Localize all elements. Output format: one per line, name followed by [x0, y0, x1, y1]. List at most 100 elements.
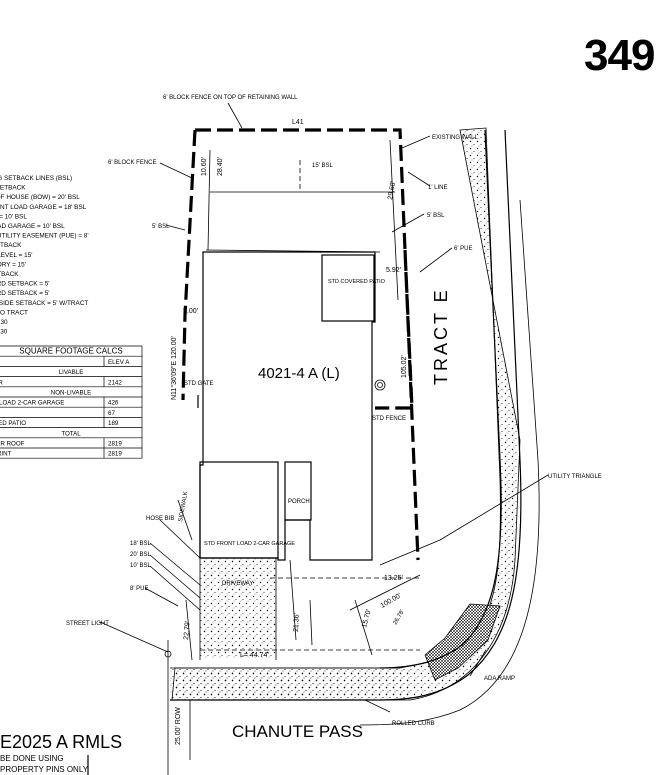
dim-corner: 29.68' — [387, 181, 397, 201]
notes-line: PUBLIC UTILITY EASEMENT (PUE) = 8' — [0, 233, 89, 240]
dim-front-right: 15.70' — [361, 608, 373, 628]
dim-right-short: 13.25' — [384, 575, 403, 582]
street-light-symbol — [164, 650, 172, 658]
callout-std-gate: STD GATE — [184, 381, 214, 387]
garage — [199, 461, 279, 559]
notes-line: SINGLE LEVEL = 15' — [0, 252, 33, 259]
callout-block-fence-top: 6' BLOCK FENCE ON TOP OF RETAINING WALL — [163, 95, 298, 101]
dim-right: 105.02' — [401, 355, 408, 378]
table-section-nonlivable: NON-LIVABLE — [51, 390, 91, 397]
notes-line: LIVABLE = 10' BSL — [0, 213, 27, 220]
front-landscape-strip — [170, 668, 410, 698]
ada-ramp-hatch — [424, 603, 501, 681]
notes-line: SIDE LOAD GARAGE = 10' BSL — [0, 223, 65, 230]
curb-line-outer — [379, 129, 522, 701]
table-section-total: TOTAL — [61, 430, 81, 437]
callout-pue-8: 8' PUE — [130, 586, 149, 592]
notes-line: STREET SIDE SETBACK = 5' W/TRACT — [0, 300, 88, 307]
dim-row-width: 25.00' ROW — [175, 707, 182, 745]
callout-covered-patio: STD COVERED PATIO — [328, 279, 386, 285]
dim-chord-line — [349, 574, 421, 611]
dim-left-side: 10.60' — [201, 157, 208, 176]
callout-hose-bib: HOSE BIB — [146, 516, 174, 522]
notes-line: = 10' W/NO TRACT — [0, 309, 28, 316]
callout-utility-triangle: UTILITY TRIANGLE — [548, 474, 602, 480]
side-bsl-right — [389, 139, 399, 301]
bottom-note-2: BE DONE USING — [0, 754, 64, 763]
table-cell-value: 2819 — [108, 451, 122, 458]
callout-five-bsl-left: 5' BSL — [152, 224, 170, 230]
callout-garage: STD FRONT LOAD 2-CAR GARAGE — [204, 541, 295, 547]
notes-line: FRONT SETBACK — [0, 185, 26, 192]
notes-line: REAR SETBACK — [0, 242, 22, 249]
dim-front-left: 22.79' — [183, 621, 192, 640]
table-cell-label: FIRST FLOOR — [0, 379, 3, 386]
dim-front-mid: 21.36' — [293, 613, 301, 632]
hose-bib-symbol — [374, 379, 386, 391]
dim-left-bearing: N11°36'09"E 120.00' — [170, 336, 178, 400]
bottom-note: E2025 A RMLS — [0, 732, 122, 752]
table-title: SQUARE FOOTAGE CALCS — [19, 347, 122, 356]
dim-front-right-line — [354, 599, 373, 656]
dim-arc-length: L= 44.74' — [240, 652, 269, 659]
notes-line: SIDE YARD SETBACK = 5' — [0, 281, 50, 288]
callout-existing-wall: EXISTING WALL — [432, 135, 478, 141]
dim-right-angle: 26.78' — [393, 609, 406, 626]
table-cell-label: STD COVERED PATIO — [0, 420, 26, 427]
house-footprint — [199, 251, 376, 561]
dim-setback-left: 5.00' — [183, 308, 198, 315]
square-footage-table: SQUARE FOOTAGE CALCS4021-4ELEV ALIVABLEF… — [0, 345, 143, 459]
callout-ada-ramp: ADA RAMP — [484, 676, 515, 682]
model-label: 4021-4 A (L) — [258, 365, 340, 382]
lot-boundary — [181, 128, 420, 561]
notes-line: LDA = 46.30 — [0, 329, 8, 336]
callout-porch: PORCH — [288, 499, 310, 505]
table-cell-label: LOT FOOTPRINT — [0, 451, 12, 458]
side-bsl-left — [207, 149, 211, 251]
callout-sidewalk: SIDEWALK — [178, 491, 189, 522]
table-cell-value: 2819 — [108, 441, 122, 448]
curb-line-edge — [359, 199, 540, 726]
notes-line: SIDE YARD SETBACK = 5' — [0, 290, 50, 297]
lot-number: 349 — [584, 31, 654, 80]
notes-line: LOT = 57.30 — [0, 319, 8, 326]
callout-six-pue: 6' PUE — [454, 246, 473, 252]
callout-bsl-10: 10' BSL — [130, 563, 151, 569]
driveway-stipple — [200, 558, 276, 658]
table-cell-label: STD FRONT LOAD 2-CAR GARAGE — [0, 400, 64, 407]
bottom-note-3: PROPERTY PINS ONLY — [0, 765, 89, 774]
street-name: CHANUTE PASS — [232, 722, 363, 741]
notes-line: SIDE SETBACK — [0, 271, 19, 278]
callout-five-bsl-right: 5' BSL — [427, 213, 445, 219]
leader-lines — [99, 102, 549, 713]
dim-left-depth: 28.40' — [217, 157, 224, 176]
notes-line: BUILDING SETBACK LINES (BSL) — [0, 175, 72, 182]
callout-std-fence: STD FENCE — [372, 416, 406, 422]
curb-line-inner — [379, 129, 502, 669]
callout-line-right: 1' LINE — [428, 185, 448, 191]
table-cell-value: 189 — [108, 420, 119, 427]
callout-block-fence-left: 6' BLOCK FENCE — [108, 160, 157, 166]
walk-edge — [289, 559, 297, 641]
dim-front-mid-line — [309, 599, 313, 646]
hose-bib-symbol-inner — [377, 382, 383, 388]
notes-line: STD FRONT LOAD GARAGE = 18' BSL — [0, 204, 87, 211]
callout-rolled-curb: ROLLED CURB — [392, 721, 435, 727]
table-cell-value: 426 — [108, 400, 119, 407]
table-cell-value: 67 — [108, 410, 115, 417]
dim-top-line: L41 — [292, 119, 304, 126]
dim-front-left-line — [185, 599, 193, 661]
table-cell-value: 2142 — [108, 379, 122, 386]
notes-line: FRONT OF HOUSE (BOW) = 20' BSL — [0, 194, 80, 201]
porch — [284, 461, 312, 521]
table-cell-label: TOTAL UNDER ROOF — [0, 441, 25, 448]
setback-notes: BUILDING SETBACK LINES (BSL) FRONT SETBAC… — [0, 175, 89, 336]
dim-setback-right: 5.92' — [386, 267, 401, 274]
table-section-livable: LIVABLE — [59, 369, 84, 376]
callout-bsl-18: 18' BSL — [130, 541, 151, 547]
covered-patio — [321, 254, 375, 322]
callout-bsl-20: 20' BSL — [130, 552, 151, 558]
notes-line: TWO STORY = 15' — [0, 261, 26, 268]
callout-street-light: STREET LIGHT — [66, 621, 109, 627]
